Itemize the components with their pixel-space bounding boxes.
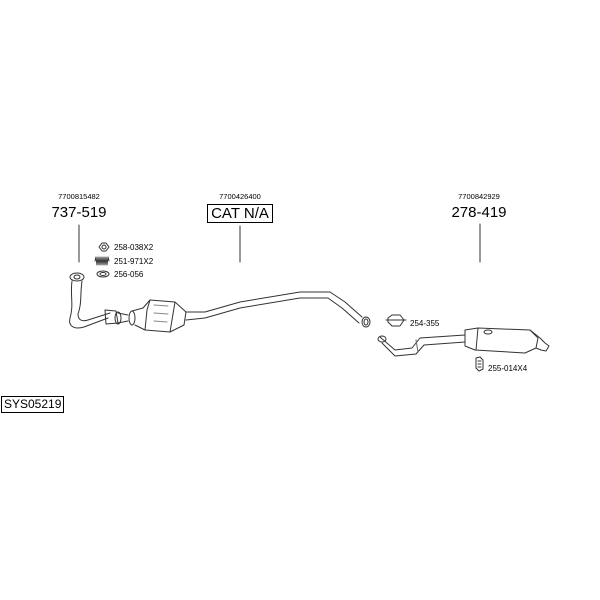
oem-number-cat: 7700426400 [219, 192, 261, 201]
spring-icon [94, 256, 110, 266]
hanger-bolt-icon [475, 356, 484, 372]
fitting-label-hanger: 255-014X4 [488, 364, 528, 373]
rear-silencer-drawing [377, 327, 550, 357]
nut-icon [98, 242, 110, 252]
gasket-ring-icon [96, 270, 110, 278]
fitting-label-clamp: 254-355 [410, 319, 440, 328]
cat-converter-drawing [128, 291, 371, 333]
cat-part-box: CAT N/A [207, 204, 273, 223]
fitting-label-gasket: 256-056 [114, 270, 144, 279]
oem-number-rear-silencer: 7700842929 [458, 192, 500, 201]
clamp-icon [385, 314, 407, 327]
system-code-label: SYS05219 [1, 396, 65, 413]
fitting-label-spring: 251-971X2 [114, 257, 154, 266]
oem-number-front-pipe: 7700815482 [58, 192, 100, 201]
fitting-label-nut: 258-038X2 [114, 243, 154, 252]
part-number-rear-silencer: 278-419 [451, 204, 507, 221]
part-number-front-pipe: 737-519 [51, 204, 107, 221]
front-pipe-drawing [69, 272, 129, 329]
part-number-cat: CAT N/A [180, 204, 300, 223]
